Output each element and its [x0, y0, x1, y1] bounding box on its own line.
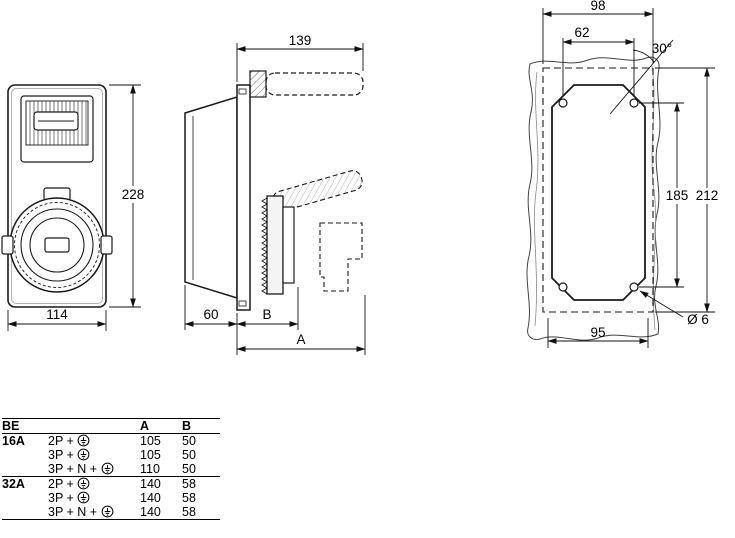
dim-length-label: 139 — [289, 35, 312, 48]
dim-a-value: 140 — [140, 505, 161, 519]
switch-lever-dashed — [265, 72, 364, 96]
label-bg — [114, 186, 152, 203]
mounting-flange — [236, 84, 251, 311]
col-header-b: B — [182, 419, 192, 433]
config-label: 3P + N + — [48, 462, 98, 476]
front-view: 114 228 — [1, 84, 152, 331]
dimension-b — [236, 287, 299, 330]
dim-a-value: 105 — [140, 448, 161, 462]
dimension-a — [236, 295, 366, 355]
dim-width-label: 114 — [46, 307, 68, 322]
panel — [526, 56, 661, 341]
col-header-config — [48, 419, 140, 434]
config-label: 2P + — [48, 434, 74, 448]
dimension-width — [7, 310, 107, 331]
flange-outline-dashed — [542, 67, 654, 313]
table-row: 3P + N + 140 58 — [2, 505, 220, 520]
col-header-a: A — [140, 419, 150, 433]
cutout-octagon — [551, 84, 646, 301]
col-header-be: BE — [2, 419, 20, 433]
dimension-table: BE A B 16A 2P + 105 50 3P + 105 — [2, 418, 220, 520]
dim-b-value: 50 — [182, 462, 196, 476]
cutout-view: 98 62 30° 185 212 95 — [526, 0, 724, 348]
dim-b-label: B — [262, 307, 271, 322]
earth-icon — [101, 462, 113, 475]
table-group-32a: 32A 2P + 140 58 3P + 140 58 3P + N + 140 — [2, 476, 220, 520]
mounting-hole — [558, 282, 568, 292]
dim-depth-label: 60 — [203, 307, 218, 322]
earth-icon — [77, 448, 90, 461]
lid-latch-left — [1, 235, 14, 255]
table-row: 32A 2P + 140 58 — [2, 477, 220, 491]
dim-height-label: 228 — [122, 187, 145, 202]
dim-b-value: 58 — [182, 505, 196, 519]
socket-front-body — [1, 84, 113, 308]
side-view: 139 60 B A — [184, 35, 366, 355]
table-row: 3P + 140 58 — [2, 491, 220, 505]
amp-rating: 32A — [2, 477, 25, 491]
earth-icon — [77, 434, 90, 447]
table-row: 3P + N + 110 50 — [2, 462, 220, 477]
mounting-hole — [629, 98, 639, 108]
table-header-row: BE A B — [2, 419, 220, 434]
spec-table: BE A B 16A 2P + 105 50 3P + 105 — [2, 418, 220, 520]
dim-bottom-width-label: 95 — [590, 325, 605, 340]
dimension-bottom-width — [547, 318, 649, 348]
socket-side-body — [184, 70, 364, 311]
earth-icon — [101, 505, 113, 518]
dim-top-width-label: 98 — [590, 0, 605, 13]
dim-a-value: 140 — [140, 491, 161, 505]
table-row: 16A 2P + 105 50 — [2, 434, 220, 448]
knurl-teeth — [261, 197, 268, 295]
switch-pivot — [249, 70, 267, 98]
dim-hole-diameter-label: Ø 6 — [687, 312, 709, 327]
dim-b-value: 58 — [182, 491, 196, 505]
earth-icon — [77, 491, 90, 504]
socket-ring — [9, 197, 105, 293]
mounting-hole — [629, 282, 639, 292]
hole-diameter-callout — [639, 290, 684, 318]
dim-a-value: 105 — [140, 434, 161, 448]
label-bg — [661, 188, 693, 204]
dim-a-label: A — [296, 332, 305, 347]
dimension-length — [236, 43, 364, 82]
dimension-top-width — [542, 8, 654, 64]
dim-a-value: 110 — [140, 462, 160, 476]
label-bg — [690, 188, 724, 204]
amp-rating: 16A — [2, 434, 25, 448]
dim-outer-height-label: 212 — [696, 188, 719, 203]
config-label: 3P + N + — [48, 505, 98, 519]
dim-angle-label: 30° — [652, 41, 672, 56]
plug-outline-dashed — [319, 222, 363, 292]
dim-b-value: 50 — [182, 448, 196, 462]
table-row: 3P + 105 50 — [2, 448, 220, 462]
dim-a-value: 140 — [140, 477, 161, 491]
config-label: 3P + — [48, 491, 74, 505]
dim-b-value: 58 — [182, 477, 196, 491]
dim-inner-height-label: 185 — [666, 188, 689, 203]
earth-icon — [77, 477, 90, 490]
chamfer-angle-callout — [609, 39, 674, 115]
table-group-16a: 16A 2P + 105 50 3P + 105 50 3P + N + 110 — [2, 434, 220, 477]
dimension-hole-span — [562, 38, 635, 97]
dim-b-value: 50 — [182, 434, 196, 448]
dim-hole-span-label: 62 — [574, 25, 589, 40]
locking-ring — [266, 195, 284, 295]
socket-barrel — [282, 206, 295, 284]
mounting-hole — [558, 98, 568, 108]
config-label: 2P + — [48, 477, 74, 491]
lid-latch-right — [100, 235, 113, 255]
contact-window — [44, 237, 70, 253]
config-label: 3P + — [48, 448, 74, 462]
interlock-window — [20, 95, 94, 163]
